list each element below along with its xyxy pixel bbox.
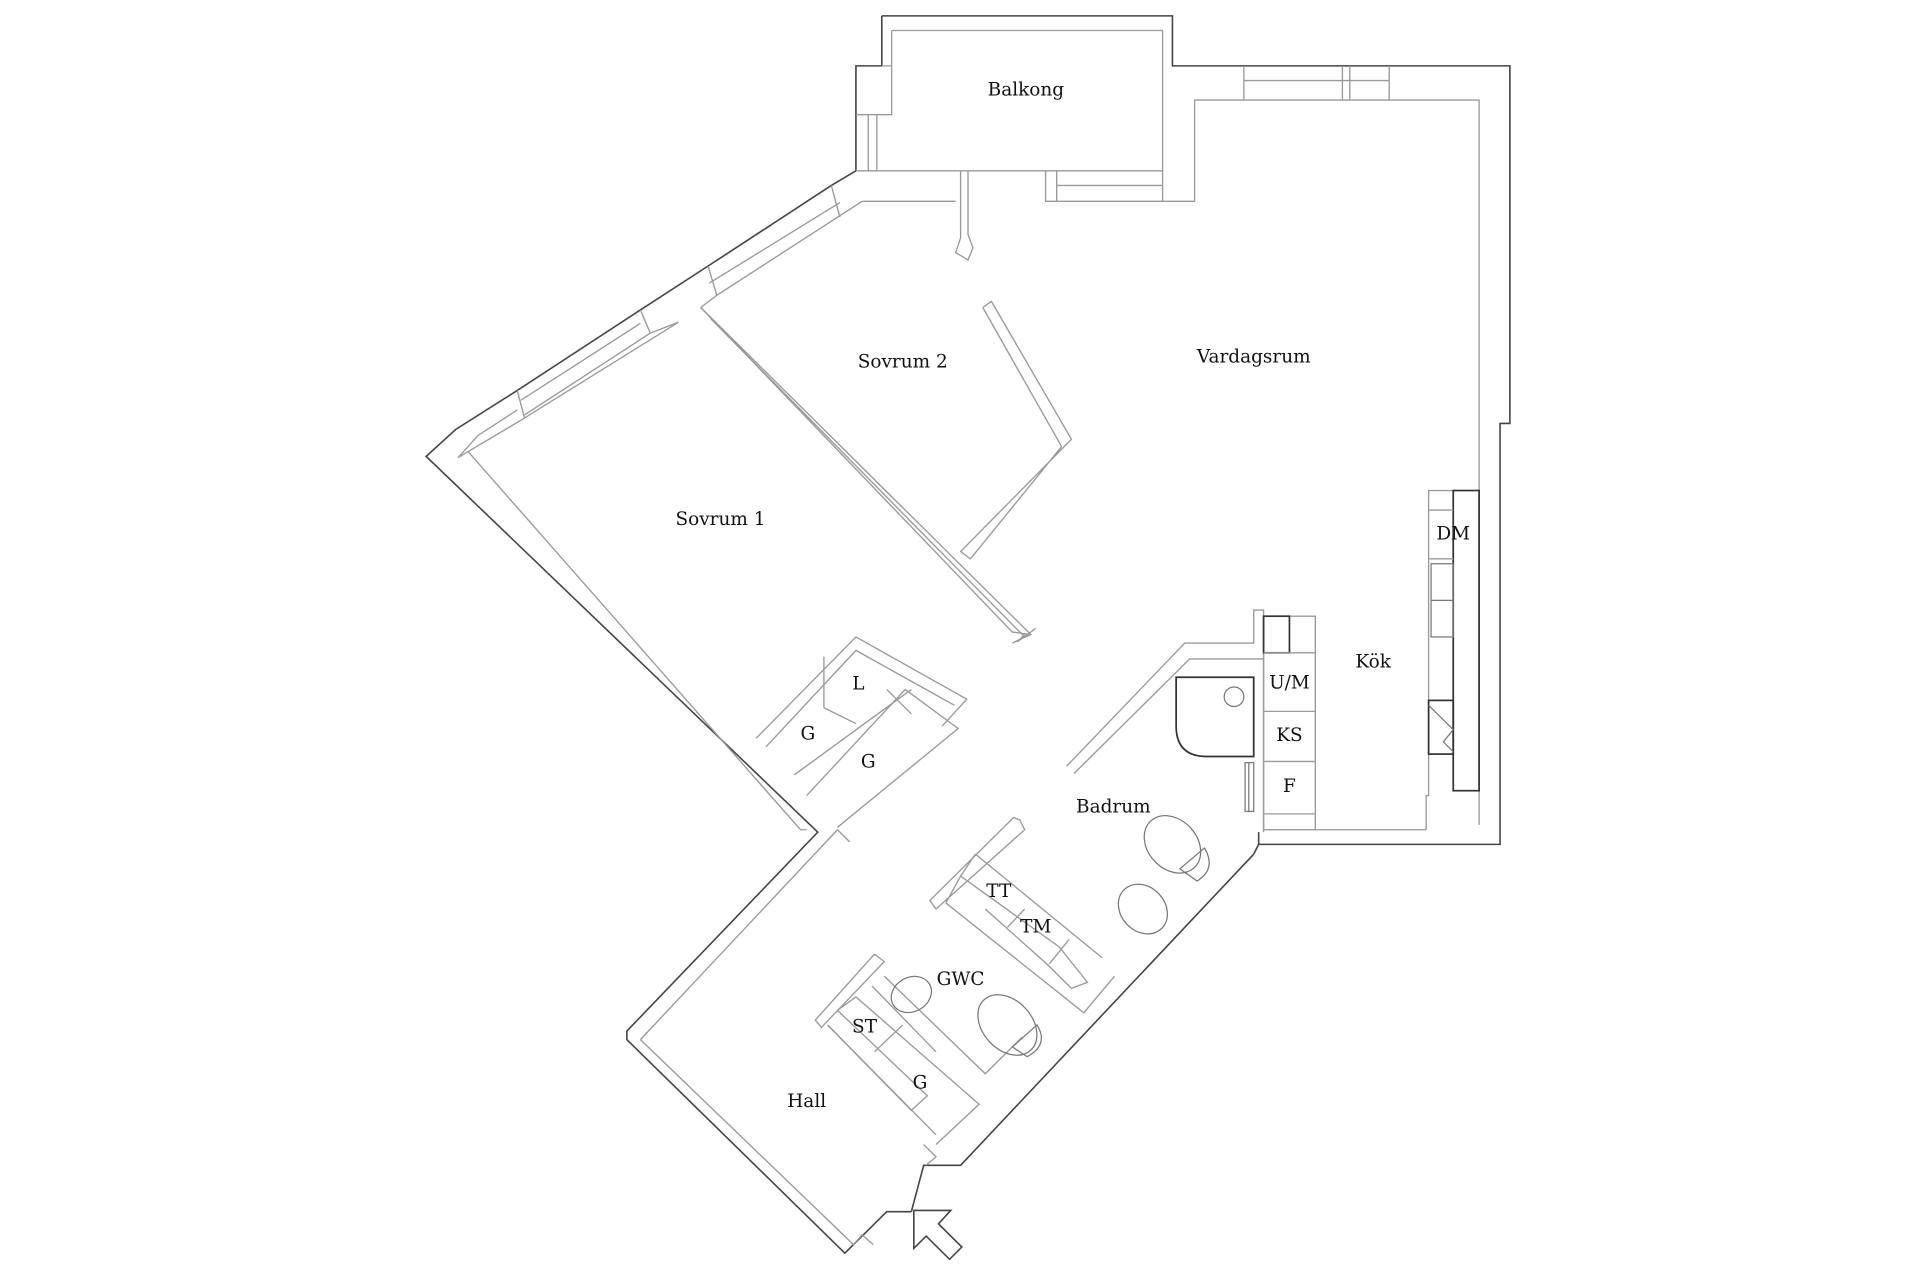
hall-kitchen bbox=[639, 489, 1480, 1246]
gwc-walls bbox=[814, 953, 1042, 1146]
room-label-kok: Kök bbox=[1355, 652, 1391, 673]
bathroom-walls bbox=[928, 609, 1265, 1014]
fixture-label-g2: G bbox=[861, 752, 876, 773]
fixture-label-tt: TT bbox=[986, 881, 1012, 902]
room-label-vardagsrum: Vardagsrum bbox=[1196, 347, 1311, 368]
bedroom-walls bbox=[457, 170, 1073, 831]
fixture-label-g3: G bbox=[913, 1073, 928, 1094]
fixture-label-um: U/M bbox=[1269, 672, 1310, 693]
room-label-sovrum-1: Sovrum 1 bbox=[675, 509, 765, 530]
fixture-label-st: ST bbox=[852, 1016, 878, 1037]
fixture-label-l: L bbox=[852, 674, 864, 695]
fixture-label-f: F bbox=[1283, 776, 1296, 797]
fixture-label-dm: DM bbox=[1436, 524, 1470, 545]
room-label-gwc: GWC bbox=[937, 969, 985, 990]
room-label-badrum: Badrum bbox=[1076, 797, 1151, 818]
fixture-label-ks: KS bbox=[1276, 725, 1302, 746]
balcony bbox=[855, 29, 1480, 825]
arrow-up-left-icon bbox=[913, 1209, 963, 1261]
closets bbox=[755, 636, 968, 828]
fixture-label-tm: TM bbox=[1020, 916, 1051, 937]
room-label-hall: Hall bbox=[787, 1091, 826, 1112]
outer-walls bbox=[424, 15, 1511, 1255]
fixture-label-g1: G bbox=[801, 724, 816, 745]
room-label-sovrum-2: Sovrum 2 bbox=[858, 351, 948, 372]
room-label-balkong: Balkong bbox=[988, 79, 1065, 100]
